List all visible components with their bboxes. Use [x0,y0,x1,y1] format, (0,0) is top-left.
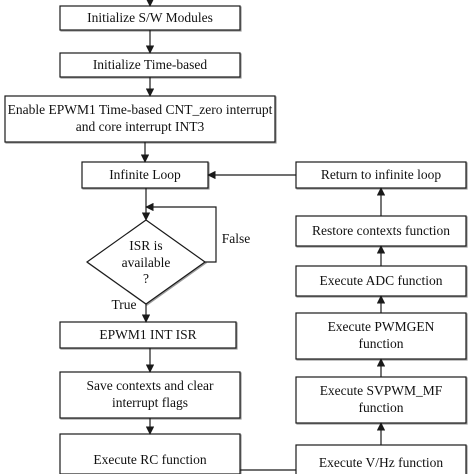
decision-diamond [85,219,207,305]
box-init-time-based [59,52,241,78]
box-execute-vhz [295,444,467,474]
box-save-contexts [59,371,241,419]
box-init-modules [59,5,241,31]
box-execute-rc [59,433,241,474]
arrow-false-loopback [145,202,217,263]
box-execute-adc [295,265,467,297]
box-enable-interrupt [4,95,276,143]
box-return-loop [295,161,467,189]
box-restore-contexts [295,215,467,247]
box-execute-pwmgen [295,312,467,360]
box-infinite-loop [81,161,209,189]
box-epwm1-isr [59,321,237,349]
box-execute-svpwm [295,376,467,424]
